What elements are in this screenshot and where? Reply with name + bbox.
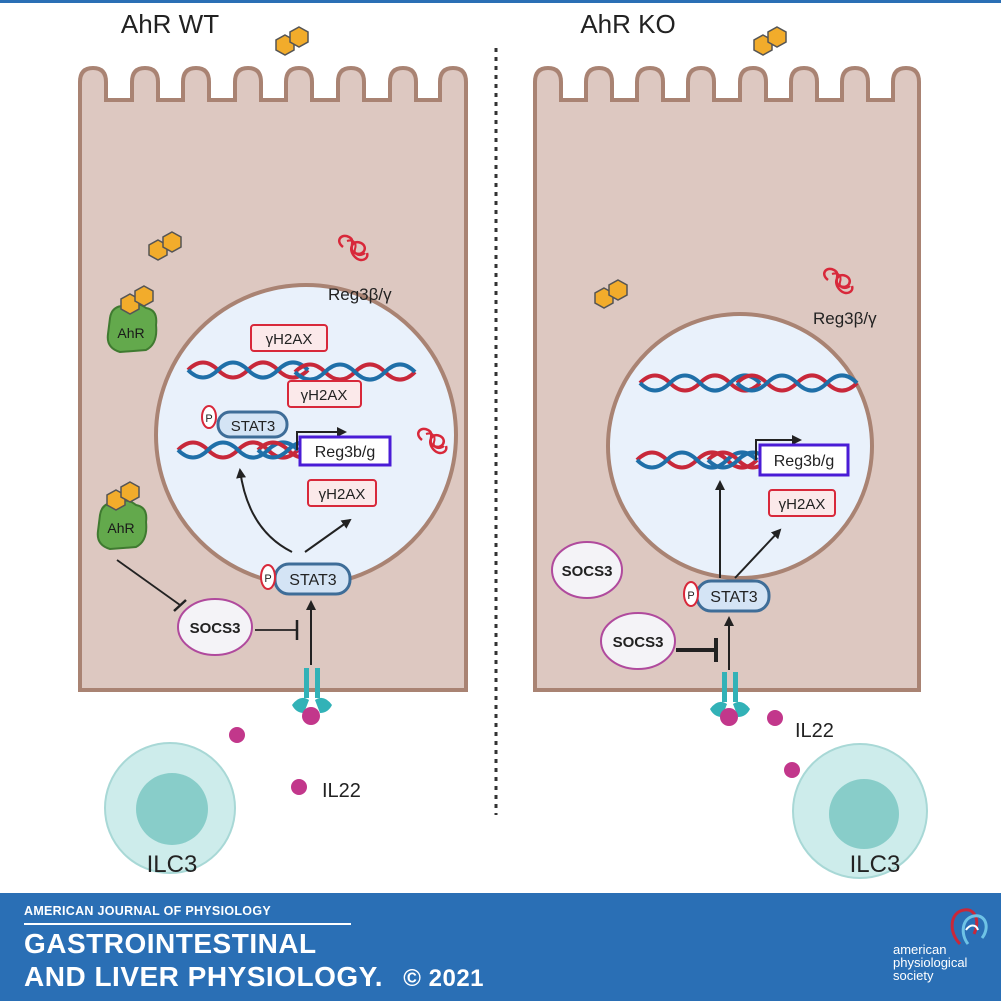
transcription-arrow [755, 435, 802, 460]
gh2ax-marker [250, 324, 328, 352]
society-name-line2: physiological [893, 955, 968, 970]
reg3-gene-box [758, 443, 850, 477]
aps-logo-icon [950, 908, 988, 946]
reg3-gene-label: Reg3b/g [315, 444, 376, 461]
socs3-protein [551, 541, 623, 599]
journal-footer [0, 893, 1001, 1001]
copyright-text: © 2021 [403, 965, 485, 992]
il22-label: IL22 [322, 780, 361, 802]
socs3-protein [177, 598, 253, 656]
phospho-marker [683, 581, 699, 607]
ahr-inhibits-socs3 [116, 559, 181, 606]
ahr-label: AhR [117, 325, 144, 341]
il22-cytokine-icon [784, 762, 800, 778]
ilc3-label: ILC3 [850, 851, 901, 878]
reg3-gene-box [298, 435, 392, 467]
stat3-to-gh2ax-arrow [304, 518, 352, 553]
phospho-label: P [687, 590, 694, 602]
stat3-to-gh2ax-arrow [734, 528, 782, 579]
reg3-protein-label: Reg3β/γ [328, 285, 392, 304]
gh2ax-marker [768, 489, 836, 517]
il22-receptor-icon [710, 672, 750, 726]
stat3-label: STAT3 [710, 589, 758, 606]
footer-rule [24, 923, 351, 925]
ahr-label: AhR [107, 520, 134, 536]
stat3-nuclear [216, 410, 289, 439]
ilc3-nucleus [136, 773, 208, 845]
phospho-marker [201, 405, 217, 429]
stat3-to-dna-arrow [236, 468, 293, 553]
journal-title-text: AND LIVER PHYSIOLOGY. [24, 961, 383, 992]
ligand-icon [275, 26, 309, 56]
gh2ax-label: γH2AX [266, 331, 313, 348]
gh2ax-label: γH2AX [779, 496, 826, 513]
il22-receptor-icon [292, 668, 332, 725]
ilc3-label: ILC3 [147, 851, 198, 878]
il22-cytokine-icon [767, 710, 783, 726]
top-rule [0, 0, 1001, 3]
journal-supertitle: AMERICAN JOURNAL OF PHYSIOLOGY [24, 904, 271, 918]
reg3-protein-label: Reg3β/γ [813, 309, 877, 328]
left-epithelial-cell [78, 65, 468, 692]
phospho-marker [260, 564, 276, 590]
socs3-label: SOCS3 [562, 563, 613, 580]
gh2ax-label: γH2AX [301, 387, 348, 404]
socs3-label: SOCS3 [190, 620, 241, 637]
gh2ax-marker [307, 479, 377, 507]
journal-title-line2: AND LIVER PHYSIOLOGY. © 2021 [24, 961, 484, 993]
right-panel-title: AhR KO [580, 9, 675, 39]
society-name-line3: society [893, 968, 934, 983]
journal-title-line1: GASTROINTESTINAL [24, 928, 317, 959]
transcription-arrow [296, 427, 347, 450]
gh2ax-label: γH2AX [319, 486, 366, 503]
ligand-icon [753, 26, 787, 56]
phospho-label: P [264, 573, 271, 585]
il22-label: IL22 [795, 720, 834, 742]
ilc3-nucleus [829, 779, 899, 849]
gh2ax-marker [287, 380, 362, 408]
society-name-line1: american [893, 942, 947, 957]
socs3-protein [600, 612, 676, 670]
stat3-label: STAT3 [289, 572, 337, 589]
socs3-label: SOCS3 [613, 634, 664, 651]
left-panel-title: AhR WT [121, 9, 219, 39]
il22-cytokine-icon [291, 779, 307, 795]
il22-cytokine-icon [229, 727, 245, 743]
stat3-label: STAT3 [231, 418, 275, 435]
reg3-gene-label: Reg3b/g [774, 453, 835, 470]
inhibition-bar [173, 599, 187, 612]
phospho-label: P [205, 413, 212, 425]
